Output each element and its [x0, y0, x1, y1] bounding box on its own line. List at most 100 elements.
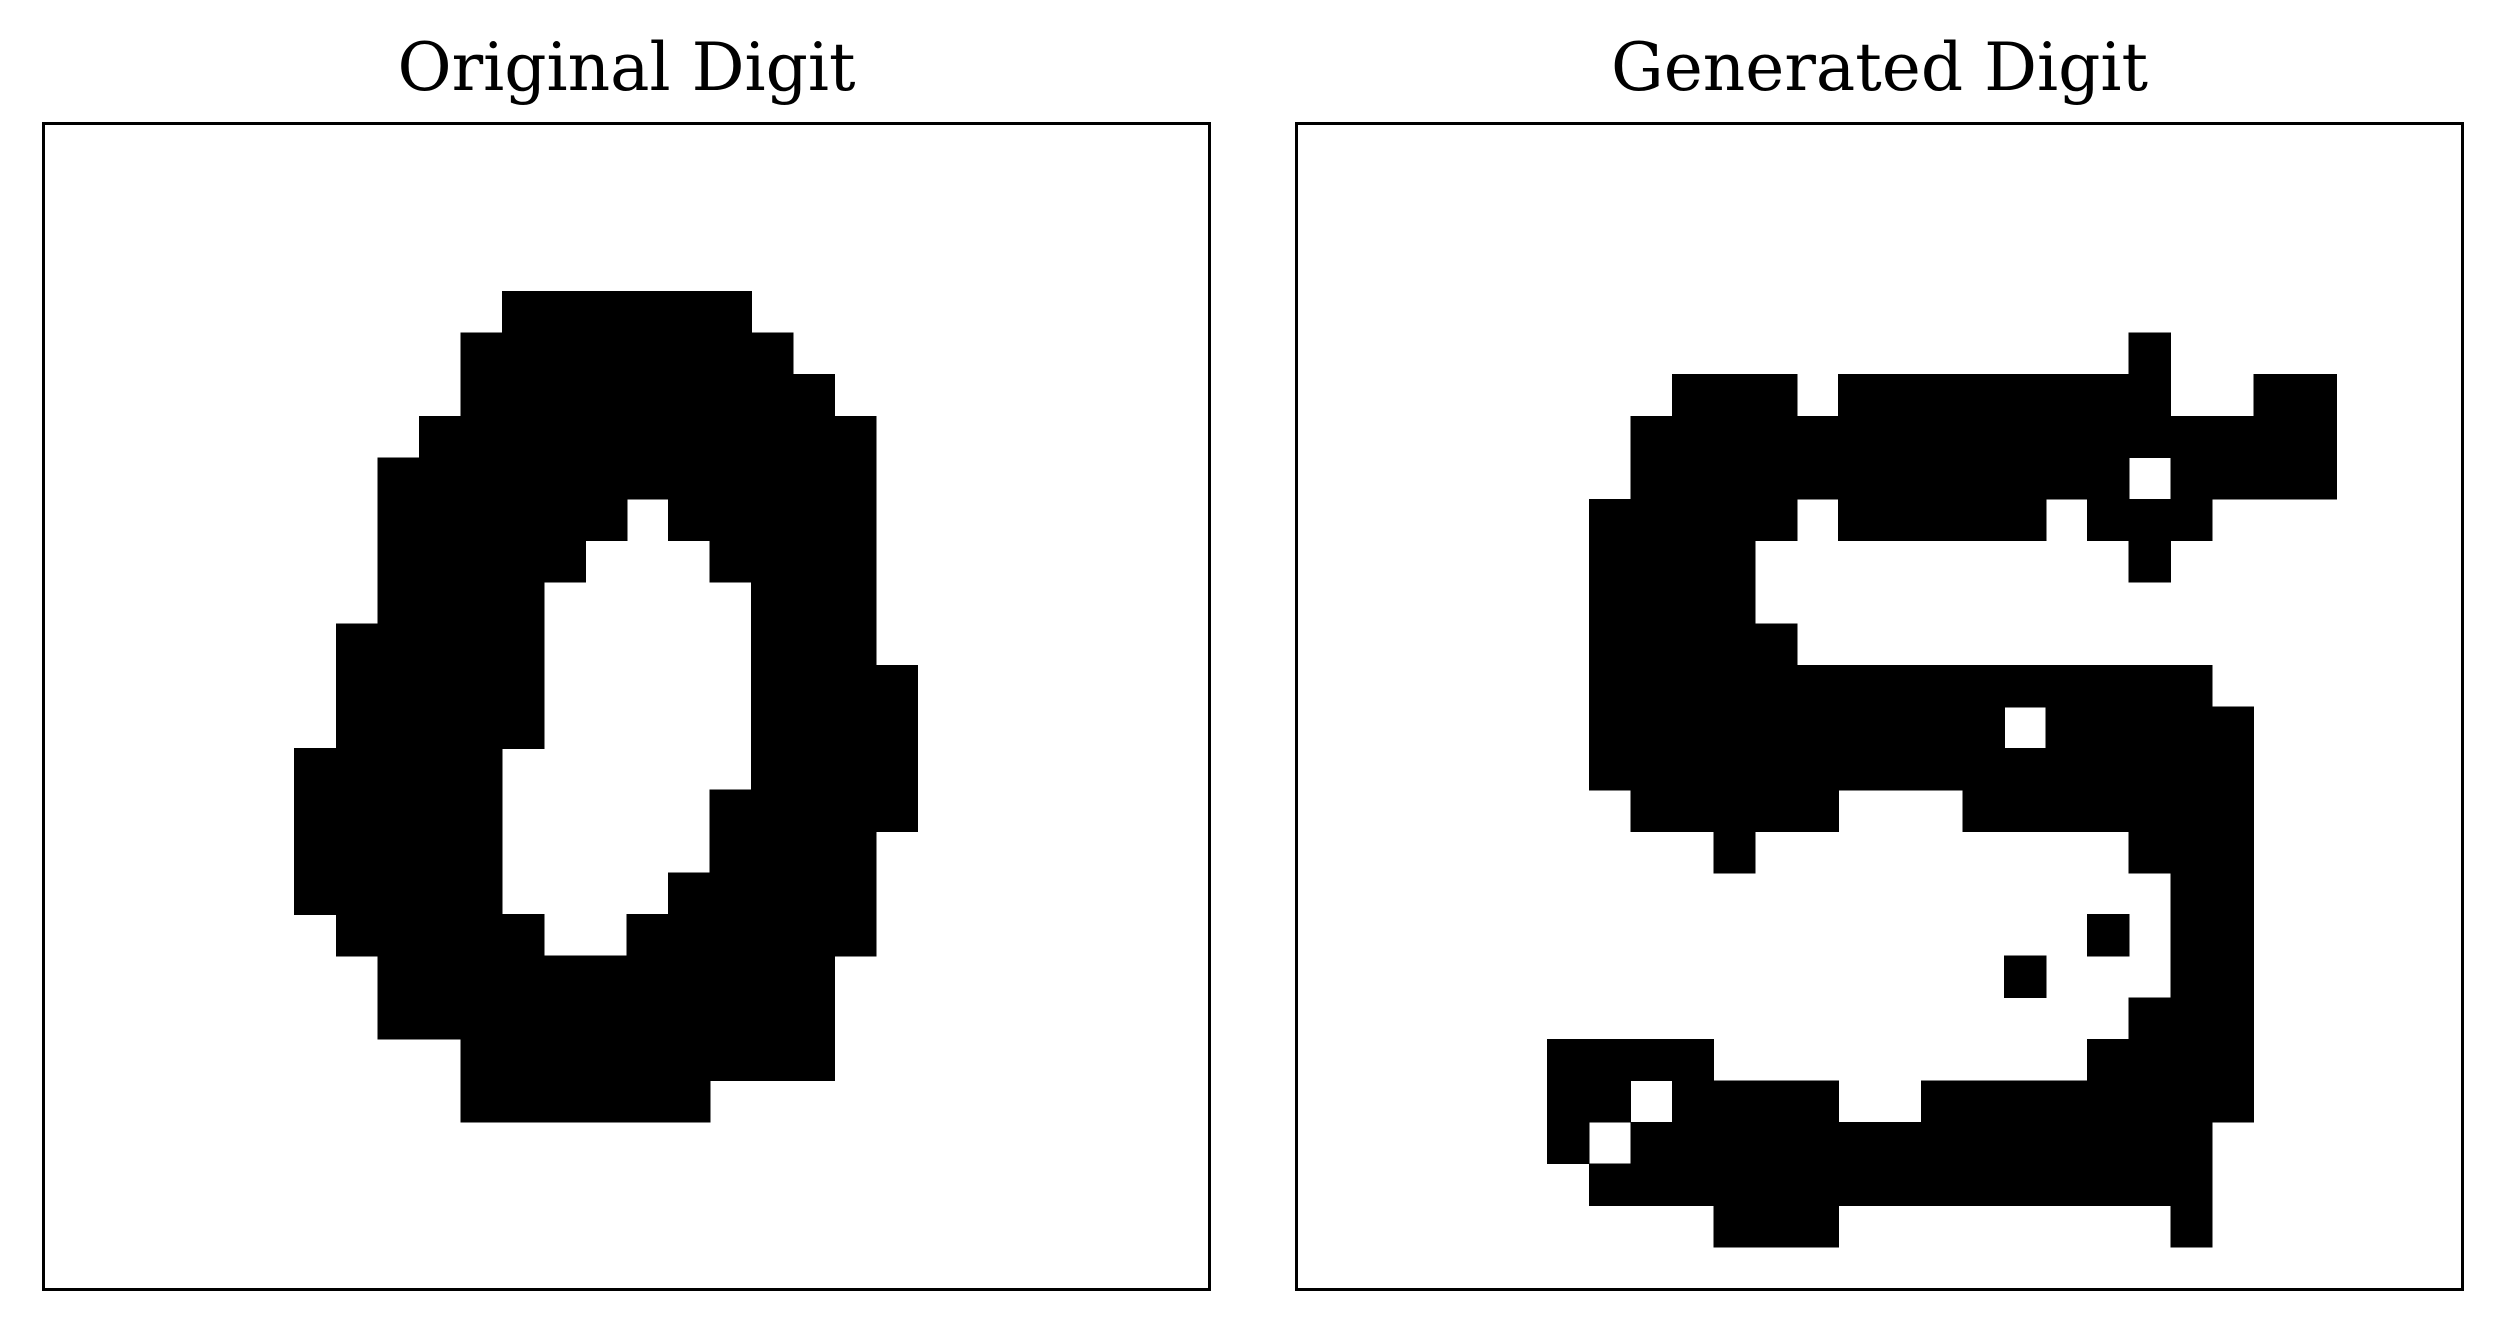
digit-pixel — [1547, 1038, 1590, 1082]
digit-pixel — [2004, 415, 2047, 459]
digit-pixel — [2045, 457, 2089, 500]
digit-pixel — [1713, 623, 1756, 666]
digit-pixel — [377, 789, 420, 832]
digit-pixel — [1630, 789, 1673, 832]
digit-pixel — [2253, 457, 2296, 500]
digit-pixel — [1962, 664, 2005, 708]
digit-pixel — [2045, 1080, 2089, 1123]
digit-pixel — [626, 955, 669, 999]
digit-pixel — [834, 914, 877, 957]
digit-pixel — [1713, 581, 1756, 625]
digit-pixel — [1671, 498, 1715, 542]
digit-pixel — [751, 914, 794, 957]
digit-pixel — [2253, 415, 2296, 459]
digit-pixel — [1754, 706, 1798, 749]
digit-pixel — [1713, 1080, 1756, 1123]
digit-pixel — [501, 374, 545, 417]
digit-pixel — [584, 1038, 628, 1082]
digit-pixel — [377, 706, 420, 749]
digit-pixel — [1713, 1163, 1756, 1206]
digit-pixel — [1630, 1163, 1673, 1206]
digit-pixel — [2004, 374, 2047, 417]
digit-pixel — [834, 415, 877, 459]
digit-pixel — [2253, 374, 2296, 417]
digit-pixel — [1796, 1204, 1839, 1248]
digit-pixel — [1630, 748, 1673, 791]
digit-pixel — [1921, 374, 1964, 417]
digit-pixel — [501, 457, 545, 500]
digit-pixel — [2170, 1038, 2213, 1082]
digit-pixel — [377, 831, 420, 874]
digit-pixel — [2211, 1080, 2255, 1123]
digit-pixel — [1921, 457, 1964, 500]
digit-pixel — [626, 914, 669, 957]
digit-pixel — [335, 623, 379, 666]
digit-pixel — [2170, 914, 2213, 957]
digit-pixel — [2170, 789, 2213, 832]
digit-pixel — [751, 997, 794, 1040]
digit-pixel — [418, 831, 462, 874]
digit-pixel — [626, 997, 669, 1040]
digit-pixel — [1754, 1080, 1798, 1123]
digit-pixel — [460, 706, 503, 749]
digit-pixel — [418, 997, 462, 1040]
digit-pixel — [1837, 748, 1881, 791]
digit-pixel — [418, 748, 462, 791]
digit-pixel — [792, 872, 836, 916]
digit-pixel — [751, 332, 794, 376]
digit-pixel — [460, 540, 503, 583]
digit-pixel — [2045, 1163, 2089, 1206]
digit-pixel — [792, 664, 836, 708]
digit-pixel — [418, 789, 462, 832]
digit-pixel — [626, 415, 669, 459]
digit-pixel — [2294, 415, 2338, 459]
digit-pixel — [1630, 581, 1673, 625]
digit-pixel — [2128, 415, 2172, 459]
digit-pixel — [418, 955, 462, 999]
digit-pixel — [2045, 415, 2089, 459]
digit-pixel — [377, 664, 420, 708]
digit-pixel — [1671, 1121, 1715, 1165]
digit-pixel — [460, 664, 503, 708]
digit-pixel — [2128, 1038, 2172, 1082]
digit-pixel — [501, 540, 545, 583]
digit-pixel — [1879, 664, 1922, 708]
digit-pixel — [709, 498, 752, 542]
digit-pixel — [792, 914, 836, 957]
digit-pixel — [751, 457, 794, 500]
digit-pixel — [2128, 498, 2172, 542]
digit-pixel — [501, 914, 545, 957]
digit-pixel — [1879, 1163, 1922, 1206]
digit-pixel — [1962, 706, 2005, 749]
digit-pixel — [460, 1038, 503, 1082]
digit-pixel — [834, 789, 877, 832]
digit-pixel — [709, 1038, 752, 1082]
digit-pixel — [1671, 1080, 1715, 1123]
digit-pixel — [1879, 374, 1922, 417]
digit-pixel — [709, 872, 752, 916]
digit-pixel — [1837, 415, 1881, 459]
digit-pixel — [2170, 748, 2213, 791]
digit-pixel — [668, 332, 711, 376]
digit-pixel — [792, 706, 836, 749]
digit-pixel — [626, 374, 669, 417]
digit-pixel — [792, 997, 836, 1040]
digit-pixel — [2045, 374, 2089, 417]
digit-pixel — [1630, 706, 1673, 749]
digit-pixel — [2004, 1121, 2047, 1165]
digit-pixel — [1671, 1038, 1715, 1082]
digit-pixel — [2004, 664, 2047, 708]
digit-pixel — [709, 332, 752, 376]
digit-pixel — [2170, 1080, 2213, 1123]
digit-pixel — [2128, 540, 2172, 583]
digit-pixel — [584, 374, 628, 417]
digit-pixel — [1630, 1038, 1673, 1082]
digit-pixel — [584, 498, 628, 542]
digit-pixel — [875, 748, 919, 791]
digit-pixel — [1713, 498, 1756, 542]
digit-pixel — [751, 581, 794, 625]
digit-pixel — [584, 955, 628, 999]
digit-pixel — [460, 623, 503, 666]
digit-pixel — [377, 498, 420, 542]
digit-pixel — [1713, 831, 1756, 874]
